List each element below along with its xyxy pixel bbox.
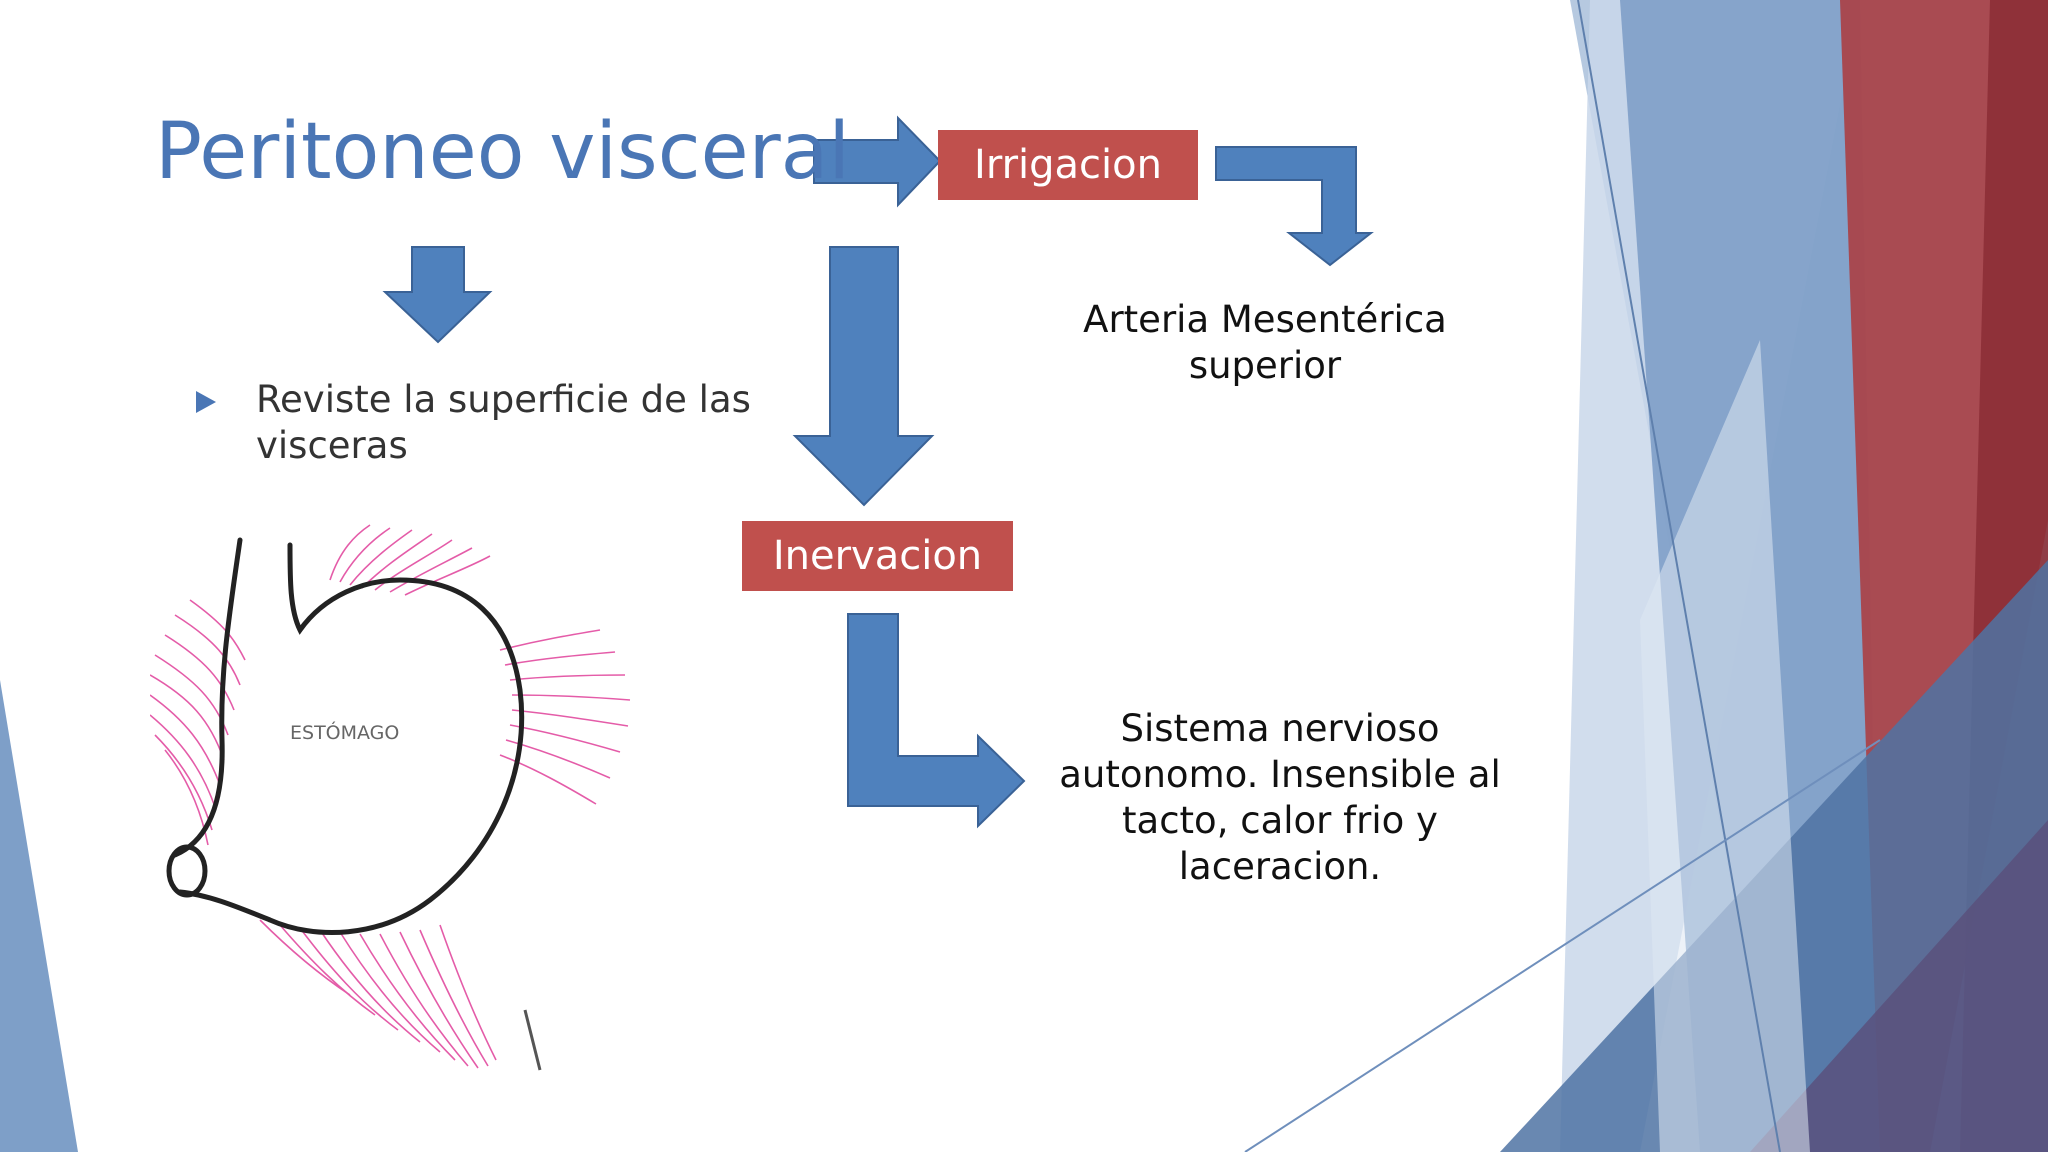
stomach-illustration: ESTÓMAGO xyxy=(150,524,631,1071)
triangle-bullet-icon xyxy=(196,391,216,413)
arteria-text: Arteria Mesentérica superior xyxy=(1083,298,1447,387)
stomach-outline xyxy=(172,537,525,935)
irrigacion-label: Irrigacion xyxy=(974,142,1162,188)
arrow-bent-to-sistema xyxy=(847,613,1026,829)
mesentery-fibers xyxy=(150,524,631,1069)
pylorus-opening xyxy=(166,844,208,898)
arrow-bent-to-arteria xyxy=(1215,146,1374,267)
artist-signature-mark xyxy=(523,1009,542,1071)
page-title: Peritoneo visceral xyxy=(155,107,851,197)
arrow-down-to-inervacion xyxy=(792,246,935,507)
arrow-right-to-irrigacion xyxy=(813,115,942,208)
irrigacion-box: Irrigacion xyxy=(938,130,1198,200)
inervacion-box: Inervacion xyxy=(742,521,1013,591)
stomach-label: ESTÓMAGO xyxy=(290,720,399,744)
sistema-text: Sistema nervioso autonomo. Insensible al… xyxy=(1059,707,1501,888)
arrow-down-to-bullet xyxy=(382,246,493,344)
inervacion-label: Inervacion xyxy=(772,533,983,579)
bullet-text: Reviste la superficie de las visceras xyxy=(256,378,751,467)
